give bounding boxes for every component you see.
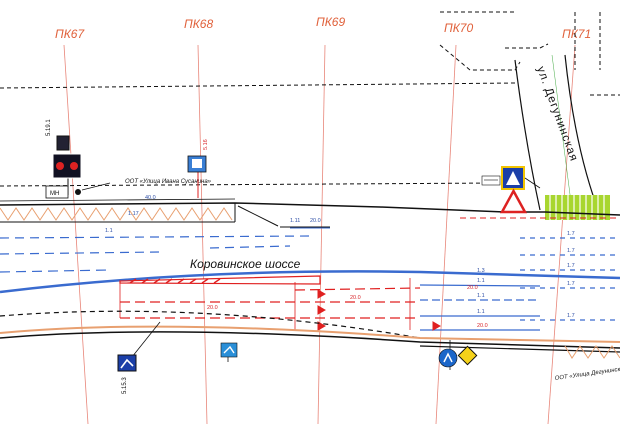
picket-label-67: ПК67 — [55, 27, 85, 41]
picket-line-71 — [547, 44, 576, 424]
picket-label-69: ПК69 — [316, 15, 345, 29]
marking-code-1-11: 1.11 — [290, 218, 300, 224]
road-name-label: Коровинское шоссе — [190, 257, 301, 271]
marking-code-20-upper: 20.0 — [310, 218, 321, 224]
marking-code-1-1-a: 1.1 — [477, 278, 485, 284]
bus-stop-top-label: ООТ «Улица Ивана Сусанина» — [125, 179, 212, 185]
picket-line-68 — [197, 44, 208, 424]
picket-line-70 — [435, 44, 457, 424]
side-street-edges — [514, 54, 601, 216]
bus-stop-sign-top: 5.16 — [187, 139, 209, 198]
upper-curb — [0, 198, 620, 228]
picket-label-68: ПК68 — [184, 17, 213, 31]
marking-code-1-1-upper: 1.1 — [105, 228, 113, 234]
sign-5-15-3-label: 5.15.3 — [122, 377, 128, 394]
marking-code-1-7-e: 1.7 — [567, 313, 575, 319]
right-lane-markings — [520, 237, 620, 321]
sign-cluster-bottom-right — [438, 340, 478, 370]
bus-sign-code: 5.16 — [203, 139, 209, 150]
sign-5-15-3: 5.15.3 — [117, 321, 161, 394]
left-post-code: 5.19.1 — [46, 119, 52, 136]
picket-label-70: ПК70 — [444, 21, 473, 35]
marking-code-1-7-c: 1.7 — [567, 263, 575, 269]
priority-road-icon — [457, 345, 478, 366]
marking-code-20-d: 20.0 — [477, 323, 488, 329]
lane-arrows — [317, 289, 442, 331]
crosswalk — [545, 195, 610, 220]
marking-code-1-7-b: 1.7 — [567, 248, 575, 254]
marking-code-1-3: 1.3 — [477, 268, 485, 274]
sign-cluster-left: 5.19.1 МН — [45, 119, 111, 199]
lower-curb — [0, 310, 620, 359]
marking-code-20-b: 20.0 — [467, 285, 478, 291]
upper-blue-markings — [0, 235, 311, 255]
lower-blue-markings — [0, 269, 541, 331]
picket-line-67 — [63, 44, 89, 424]
marking-code-1-1-c: 1.1 — [477, 309, 485, 315]
roundabout-sign-icon — [438, 348, 458, 368]
marking-code-20-a: 20.0 — [350, 295, 361, 301]
yield-sign-icon — [499, 188, 528, 214]
mn-label-box — [45, 185, 69, 199]
marking-code-20-c: 20.0 — [207, 305, 218, 311]
bus-stop-bottom-label: ООТ «Улица Дегунинская» — [554, 365, 620, 382]
marking-code-40: 40.0 — [145, 195, 156, 201]
sign-cluster-crossing — [481, 166, 541, 214]
marking-code-1-17: 1.17 — [128, 211, 139, 217]
sign-5-19-1 — [56, 135, 70, 151]
marking-code-1-1-b: 1.1 — [477, 293, 485, 299]
picket-lines — [63, 44, 576, 424]
picket-line-69 — [317, 44, 326, 424]
mn-label: МН — [50, 191, 59, 197]
sign-lane-turn — [220, 342, 238, 362]
marking-code-1-7-a: 1.7 — [567, 231, 575, 237]
lower-red-markings — [120, 287, 421, 319]
upper-boundary-lines — [0, 11, 620, 187]
picket-label-71: ПК71 — [562, 27, 591, 41]
road-centerline — [0, 270, 620, 294]
marking-code-1-7-d: 1.7 — [567, 281, 575, 287]
